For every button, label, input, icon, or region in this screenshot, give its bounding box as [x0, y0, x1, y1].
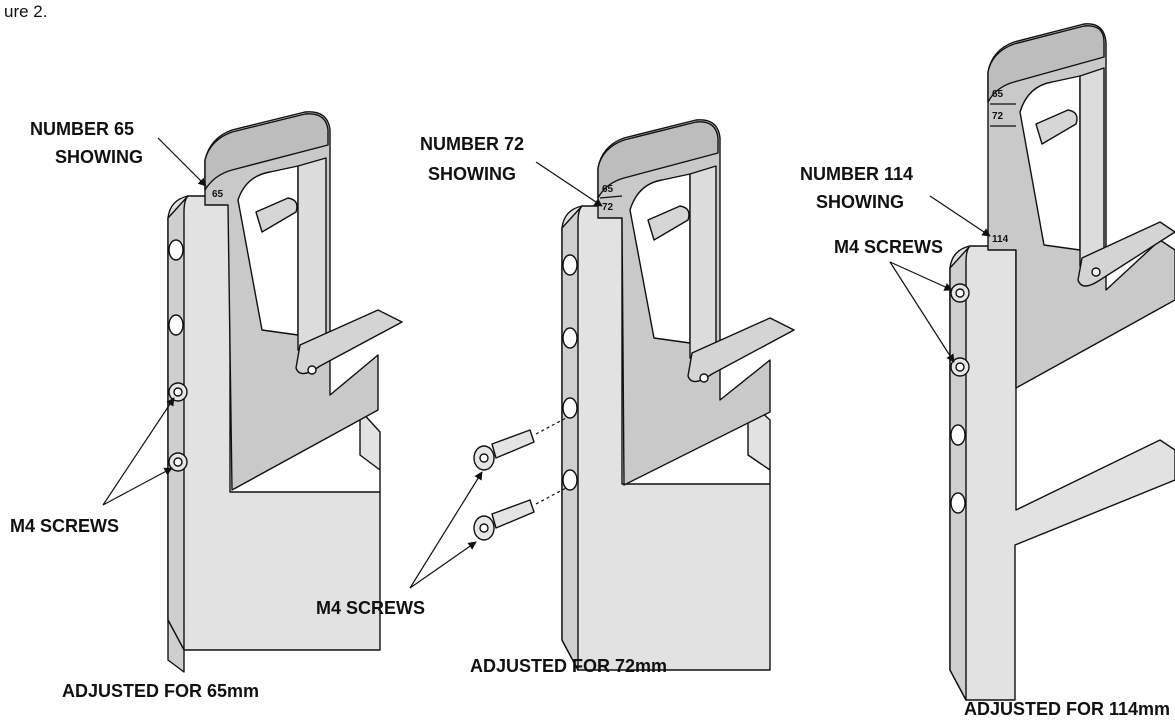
slider-handle-top	[597, 121, 719, 199]
m4-screw	[473, 499, 535, 541]
screws-label: M4 SCREWS	[316, 598, 425, 618]
screws-label: M4 SCREWS	[10, 516, 119, 536]
assembly-title: ADJUSTED FOR 72mm	[470, 656, 667, 676]
assembly-65mm: 65 NUMBER 65 SHOWING M4 SCREWS ADJUSTED …	[10, 111, 403, 701]
assembly-title: ADJUSTED FOR 114mm	[964, 699, 1170, 719]
slider-pin	[1035, 109, 1078, 145]
assembly-title: ADJUSTED FOR 65mm	[62, 681, 259, 701]
slider-rail	[1079, 67, 1105, 267]
scale-mark: 72	[602, 202, 614, 213]
scale-mark: 65	[602, 184, 614, 195]
assembly-114mm: 65 72 114 NUMBER 114 SHOWING M4 SCREWS A…	[800, 23, 1175, 719]
fixed-plate-edge	[561, 205, 583, 671]
scale-mark: 72	[992, 111, 1004, 122]
slider-pin	[255, 197, 298, 233]
callout-line-2: SHOWING	[816, 192, 904, 212]
callout-line-2: SHOWING	[55, 147, 143, 167]
slider-pin	[647, 205, 690, 241]
scale-mark: 65	[212, 189, 224, 200]
callout-line-1: NUMBER 72	[420, 134, 524, 154]
assembly-72mm: 65 72 NUMBER 72 SHOWING M4 SCREWS ADJUST…	[316, 119, 795, 676]
callout-line-1: NUMBER 114	[800, 164, 913, 184]
slider-arm	[687, 317, 795, 383]
slider-rail	[689, 165, 717, 359]
scale-mark: 114	[992, 234, 1009, 245]
slider-arm	[1077, 221, 1175, 287]
base-rail	[167, 619, 185, 673]
slider-arm	[295, 309, 403, 375]
m4-screw	[473, 429, 535, 471]
fixed-plate-edge	[167, 195, 189, 651]
scale-mark: 65	[992, 89, 1004, 100]
screws-label: M4 SCREWS	[834, 237, 943, 257]
figure-caption: ure 2.	[4, 2, 48, 21]
callout-line-1: NUMBER 65	[30, 119, 134, 139]
slider-handle-top	[204, 113, 329, 191]
slider-handle-top	[987, 25, 1105, 103]
slider-rail	[297, 157, 327, 351]
callout-line-2: SHOWING	[428, 164, 516, 184]
